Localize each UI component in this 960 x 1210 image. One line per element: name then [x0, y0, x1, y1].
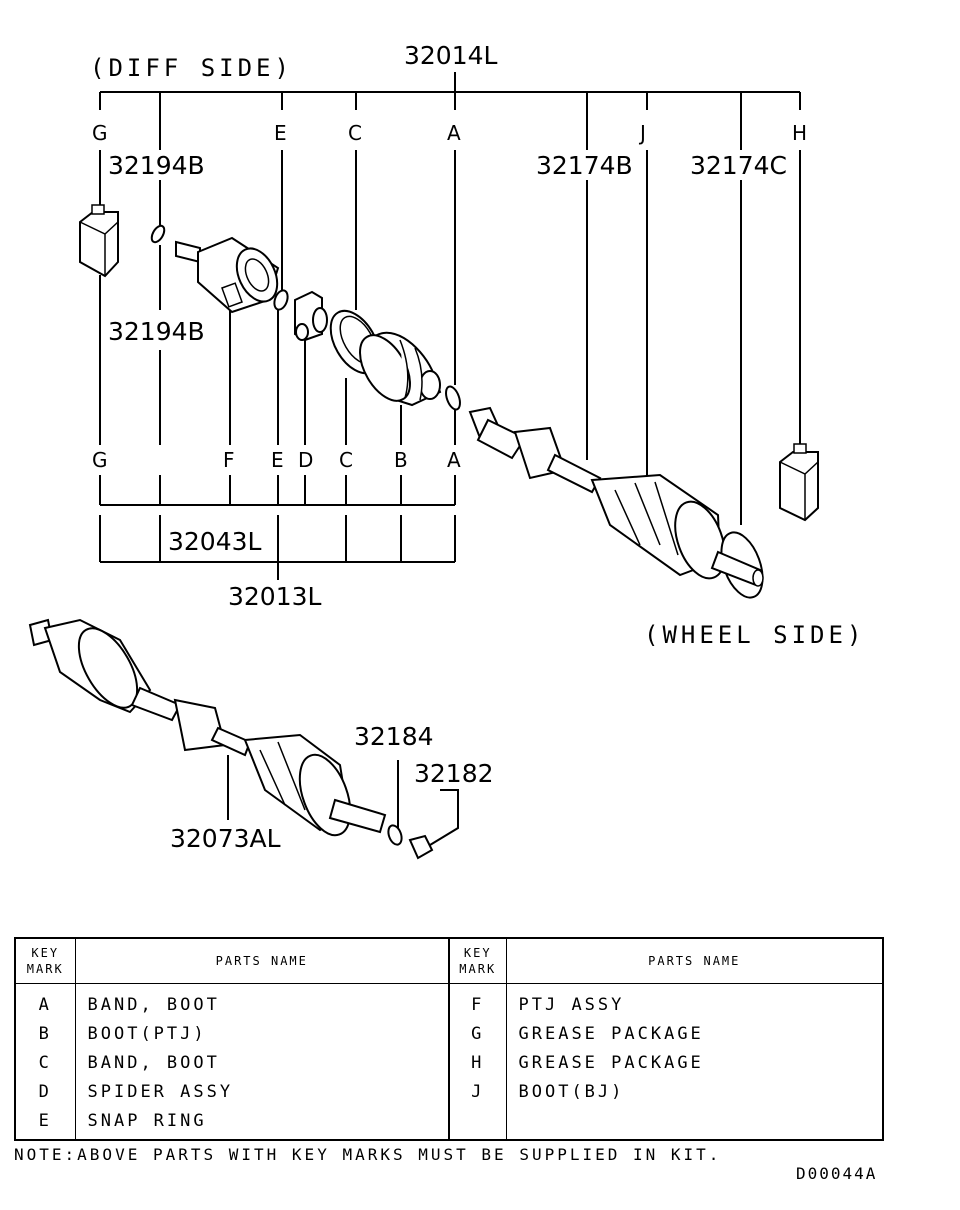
table-row: E SNAP RING: [15, 1106, 883, 1140]
part-number-32194b-bottom: 32194B: [108, 317, 205, 346]
boot-ptj-b: [359, 331, 442, 407]
spider-assy-d: [294, 290, 328, 342]
table-header-row: KEY MARK PARTS NAME KEY MARK PARTS NAME: [15, 938, 883, 984]
part-number-32013l: 32013L: [228, 582, 322, 611]
key-mark-bottom-f: F: [223, 448, 235, 472]
name-cell: SNAP RING: [74, 1106, 449, 1140]
name-cell: PTJ ASSY: [505, 983, 883, 1019]
ptj-assembly-lower: [28, 618, 434, 860]
part-number-32043l: 32043L: [168, 527, 262, 556]
part-number-32014l: 32014L: [404, 41, 498, 70]
table-row: B BOOT(PTJ) G GREASE PACKAGE: [15, 1019, 883, 1048]
leader-lines: [99, 72, 801, 846]
table-row: C BAND, BOOT H GREASE PACKAGE: [15, 1048, 883, 1077]
key-mark-top-h: H: [792, 121, 807, 145]
key-mark-header-line1: KEY: [31, 946, 60, 960]
key-mark-top-c: C: [348, 121, 362, 145]
exploded-parts-diagram: (DIFF SIDE) (WHEEL SIDE) 32014L 32194B 3…: [28, 41, 865, 860]
key-mark-header-line1: KEY: [463, 946, 492, 960]
key-cell: H: [448, 1048, 506, 1077]
key-mark-header: KEY MARK: [15, 938, 75, 984]
key-cell: C: [38, 1052, 52, 1073]
parts-name-header: PARTS NAME: [74, 938, 449, 984]
grease-package-h: [779, 443, 819, 522]
drive-shaft: [468, 406, 764, 599]
table-row: A BAND, BOOT F PTJ ASSY: [15, 983, 883, 1019]
key-mark-top-g: G: [92, 121, 108, 145]
table-row: D SPIDER ASSY J BOOT(BJ): [15, 1077, 883, 1106]
wheel-side-label: (WHEEL SIDE): [644, 621, 865, 649]
part-number-32182: 32182: [414, 759, 494, 788]
key-cell: [448, 1106, 506, 1140]
key-cell: E: [38, 1110, 52, 1131]
part-number-32073al: 32073AL: [170, 824, 281, 853]
parts-name-header: PARTS NAME: [505, 938, 883, 984]
key-mark-bottom-c: C: [339, 448, 353, 472]
key-mark-bottom-a: A: [447, 448, 461, 472]
o-ring-32194b: [150, 224, 166, 244]
key-cell: G: [448, 1019, 506, 1048]
name-cell: BOOT(PTJ): [74, 1019, 449, 1048]
key-mark-header-line2: MARK: [459, 962, 497, 976]
name-cell: GREASE PACKAGE: [505, 1048, 883, 1077]
name-cell: GREASE PACKAGE: [505, 1019, 883, 1048]
ptj-housing-f: [175, 236, 280, 314]
name-cell: [505, 1106, 883, 1140]
kit-note: NOTE:ABOVE PARTS WITH KEY MARKS MUST BE …: [14, 1145, 722, 1164]
key-cell: J: [448, 1077, 506, 1106]
key-cell: B: [38, 1023, 52, 1044]
key-mark-bottom-b: B: [394, 448, 408, 472]
key-mark-top-a: A: [447, 121, 461, 145]
key-mark-header-line2: MARK: [26, 962, 64, 976]
name-cell: BOOT(BJ): [505, 1077, 883, 1106]
grease-package-g: [79, 204, 119, 278]
key-cell: A: [38, 994, 52, 1015]
key-mark-bottom-g: G: [92, 448, 108, 472]
drawing-reference: D00044A: [796, 1164, 878, 1183]
name-cell: BAND, BOOT: [74, 983, 449, 1019]
name-cell: BAND, BOOT: [74, 1048, 449, 1077]
part-number-32184: 32184: [354, 722, 434, 751]
diff-side-label: (DIFF SIDE): [90, 54, 293, 82]
key-mark-top-j: J: [638, 121, 646, 145]
key-mark-header: KEY MARK: [448, 938, 506, 984]
key-mark-top-e: E: [274, 121, 287, 145]
boot-band-a: [445, 385, 461, 411]
key-mark-bottom-d: D: [298, 448, 313, 472]
part-number-32174b: 32174B: [536, 151, 633, 180]
snap-ring-e: [273, 289, 289, 311]
name-cell: SPIDER ASSY: [74, 1077, 449, 1106]
part-number-32174c: 32174C: [690, 151, 787, 180]
key-cell: D: [38, 1081, 52, 1102]
key-cell: F: [448, 983, 506, 1019]
key-mark-bottom-e: E: [271, 448, 284, 472]
parts-key-table: KEY MARK PARTS NAME KEY MARK PARTS NAME …: [14, 937, 884, 1141]
part-number-32194b-top: 32194B: [108, 151, 205, 180]
